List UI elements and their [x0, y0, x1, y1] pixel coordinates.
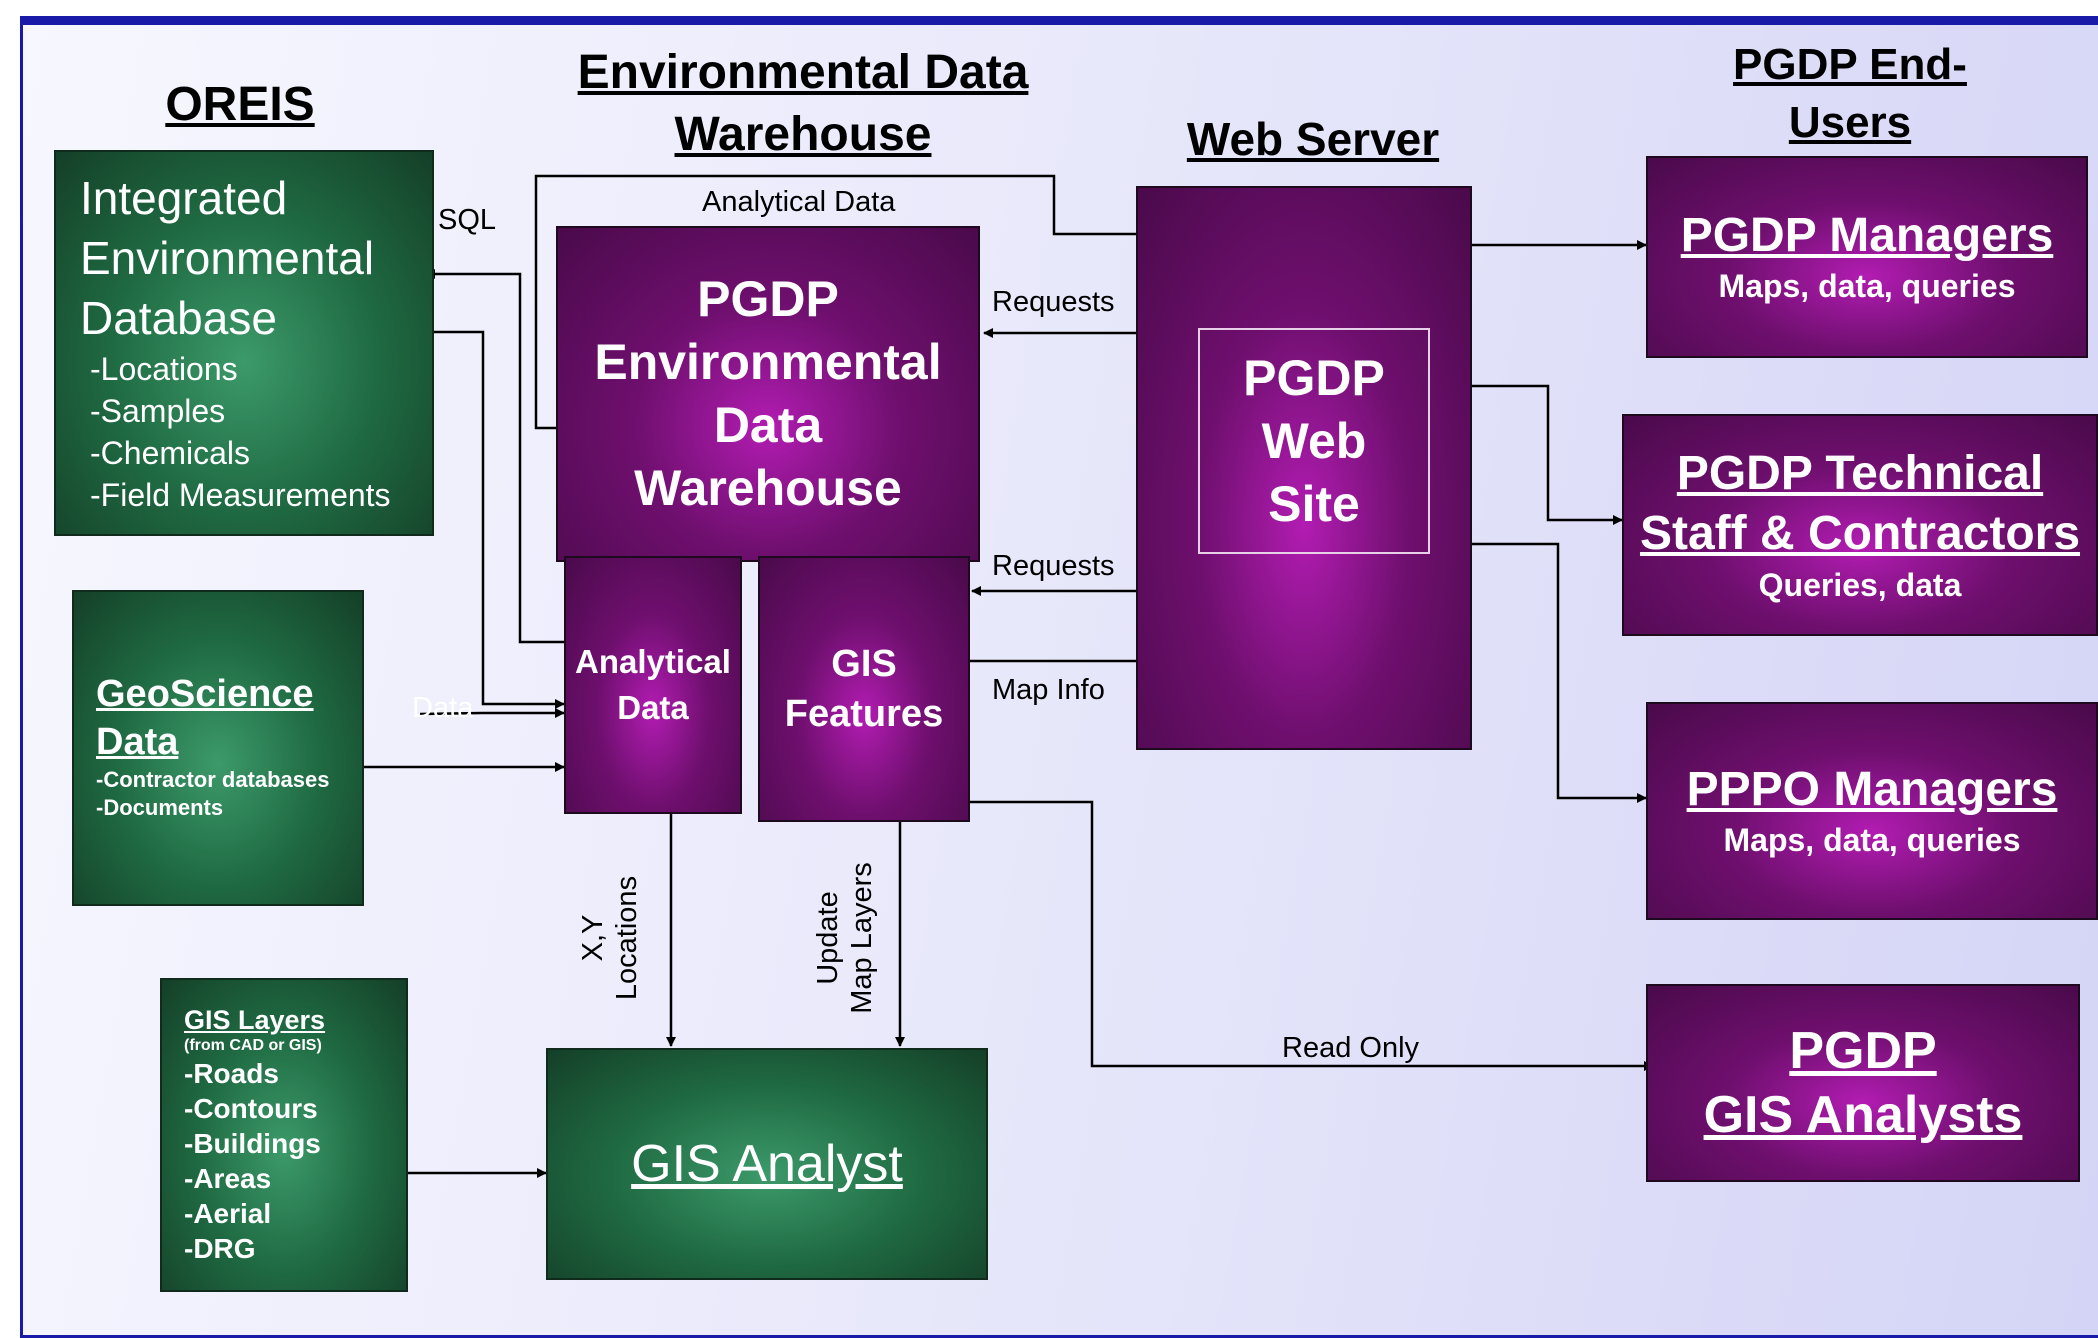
warehouse-line: Warehouse: [634, 460, 902, 516]
web-to-technical-line: [1463, 381, 1623, 525]
gis-layers-item: -Aerial: [184, 1198, 272, 1229]
read-only-label: Read Only: [1282, 1032, 1420, 1064]
end-users-heading-line1: PGDP End-: [1733, 40, 1967, 89]
gis-features-box: GIS Features: [758, 556, 970, 822]
gis-features-line: GIS: [831, 643, 897, 685]
gis-layers-item: -DRG: [184, 1233, 256, 1264]
gis-layers-item: -Contours: [184, 1093, 318, 1124]
sql-label: SQL: [438, 204, 497, 236]
gis-layers-title: GIS Layers: [184, 1005, 326, 1035]
update-map-layers-label: Update Map Layers: [811, 853, 879, 1023]
integrated-environmental-database-box: Integrated Environmental Database -Locat…: [54, 150, 434, 536]
geoscience-item: -Contractor databases: [96, 767, 330, 792]
ied-to-analytical-line: [424, 330, 565, 709]
gis-layers-item: -Roads: [184, 1058, 279, 1089]
data-label: Data: [412, 692, 474, 724]
ied-item: -Field Measurements: [90, 477, 391, 513]
pppo-managers-title: PPPO Managers: [1686, 763, 2058, 816]
analytical-line: Analytical: [575, 643, 731, 680]
end-users-heading-line2: Users: [1788, 98, 1912, 147]
edw-heading-line1: Environmental Data: [577, 46, 1029, 99]
requests-label-1: Requests: [992, 286, 1115, 318]
ied-item: -Locations: [90, 351, 238, 387]
data-line: [419, 708, 565, 718]
warehouse-line: PGDP: [697, 271, 839, 327]
geoscience-title-line: GeoScience: [96, 673, 314, 715]
map-info-label: Map Info: [992, 674, 1105, 706]
geoscience-title-line: Data: [96, 721, 179, 763]
web-site-line: Site: [1268, 475, 1360, 532]
ied-title-line-3: Database: [80, 292, 277, 344]
analytical-data-box: Analytical Data: [564, 556, 742, 814]
gis-analyst-label: GIS Analyst: [631, 1135, 903, 1193]
web-server-box: PGDP Web Site: [1136, 186, 1472, 750]
pppo-managers-box: PPPO Managers Maps, data, queries: [1646, 702, 2098, 920]
analytical-data-line: [534, 174, 1164, 430]
pgdp-gis-analysts-box: PGDP GIS Analysts: [1646, 984, 2080, 1182]
xy-line: Locations: [611, 875, 643, 1001]
gis-analysts-title-line: PGDP: [1789, 1022, 1937, 1080]
sql-line: [425, 269, 564, 644]
pgdp-web-site-box: PGDP Web Site: [1198, 328, 1430, 554]
ied-title-line-1: Integrated: [80, 172, 288, 224]
pgdp-environmental-data-warehouse-box: PGDP Environmental Data Warehouse: [556, 226, 980, 562]
ied-item: -Chemicals: [90, 435, 251, 471]
requests-label-2: Requests: [992, 550, 1115, 582]
technical-staff-title-line: PGDP Technical: [1676, 447, 2044, 500]
pgdp-managers-subtitle: Maps, data, queries: [1718, 268, 2016, 304]
gis-layers-box: GIS Layers (from CAD or GIS) -Roads -Con…: [160, 978, 408, 1292]
geoscience-item: -Documents: [96, 795, 224, 820]
oreis-heading: OREIS: [165, 78, 315, 131]
ied-item: -Samples: [90, 393, 226, 429]
web-server-heading: Web Server: [1186, 113, 1440, 165]
read-only-line: [970, 800, 1654, 1071]
pgdp-managers-title: PGDP Managers: [1680, 209, 2054, 262]
gis-layers-item: -Buildings: [184, 1128, 321, 1159]
xy-locations-label: X,Y Locations: [576, 858, 644, 1018]
edw-heading-line2: Warehouse: [674, 108, 932, 161]
geoscience-data-box: GeoScience Data -Contractor databases -D…: [72, 590, 364, 906]
technical-staff-box: PGDP Technical Staff & Contractors Queri…: [1622, 414, 2098, 636]
xy-line: X,Y: [577, 914, 609, 962]
update-line: Map Layers: [846, 862, 878, 1014]
technical-staff-subtitle: Queries, data: [1758, 567, 1962, 603]
gis-layers-subtitle: (from CAD or GIS): [184, 1037, 322, 1054]
gis-analysts-title-line: GIS Analysts: [1703, 1086, 2023, 1144]
pppo-managers-subtitle: Maps, data, queries: [1723, 822, 2021, 858]
analytical-line: Data: [617, 689, 689, 726]
web-to-pppo-line: [1463, 539, 1647, 803]
ied-title-line-2: Environmental: [80, 232, 375, 284]
pgdp-managers-box: PGDP Managers Maps, data, queries: [1646, 156, 2088, 358]
analytical-data-label: Analytical Data: [702, 186, 896, 218]
technical-staff-title-line: Staff & Contractors: [1639, 507, 2081, 560]
gis-features-line: Features: [784, 693, 944, 735]
web-site-line: Web: [1261, 412, 1367, 469]
gis-analyst-box: GIS Analyst: [546, 1048, 988, 1280]
web-site-line: PGDP: [1243, 349, 1385, 406]
warehouse-line: Environmental: [594, 334, 942, 390]
gis-layers-item: -Areas: [184, 1163, 272, 1194]
update-line: Update: [812, 891, 844, 985]
warehouse-line: Data: [713, 397, 823, 453]
